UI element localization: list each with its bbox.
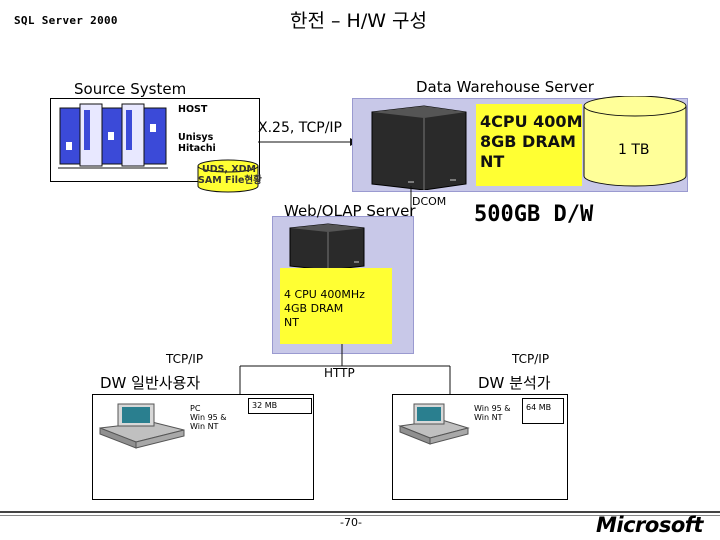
general-pc-icon (99, 403, 185, 449)
dw-spec-box (476, 104, 582, 186)
web-olap-server-icon (289, 223, 365, 271)
http-label: HTTP (324, 366, 355, 380)
tcp-left-label: TCP/IP (166, 352, 204, 366)
general-pc-label: PC Win 95 & Win NT (190, 404, 227, 431)
web-olap-spec-box (280, 268, 392, 344)
host-label: HOST (178, 104, 208, 115)
general-user-title: DW 일반사용자 (100, 374, 201, 392)
dw-capacity-label: 500GB D/W (474, 202, 594, 227)
dcom-line (410, 186, 412, 216)
page-number: -70- (340, 516, 362, 529)
host-vendors: Unisys Hitachi (178, 132, 216, 154)
analyst-mem-label: 64 MB (526, 403, 552, 412)
source-db-label: UDS, XDM SAM File현황 (198, 164, 262, 186)
general-mem-label: 32 MB (252, 401, 278, 410)
storage-icon (583, 96, 687, 187)
general-mem-box (248, 398, 312, 414)
analyst-pc-icon (398, 403, 470, 445)
source-system-title: Source System (74, 80, 187, 98)
mainframe-icon (58, 103, 168, 169)
web-olap-spec-label: 4 CPU 400MHz 4GB DRAM NT (284, 288, 365, 329)
footer-rule-thin (0, 515, 720, 516)
footer-rule (0, 511, 720, 513)
source-database-icon (197, 159, 259, 193)
storage-label: 1 TB (618, 142, 650, 158)
tcp-right-label: TCP/IP (512, 352, 550, 366)
analyst-title: DW 분석가 (478, 374, 551, 392)
dw-server-title: Data Warehouse Server (416, 78, 594, 96)
web-olap-title: Web/OLAP Server (284, 202, 416, 220)
page-title: 한전 – H/W 구성 (290, 10, 428, 32)
dw-server-icon (371, 105, 467, 190)
microsoft-logo: Microsoft (596, 513, 703, 537)
x25-label: X.25, TCP/IP (258, 120, 342, 136)
product-label: SQL Server 2000 (14, 14, 118, 27)
analyst-mem-box (522, 398, 564, 424)
dcom-label: DCOM (412, 195, 447, 208)
analyst-pc-label: Win 95 & Win NT (474, 404, 511, 422)
